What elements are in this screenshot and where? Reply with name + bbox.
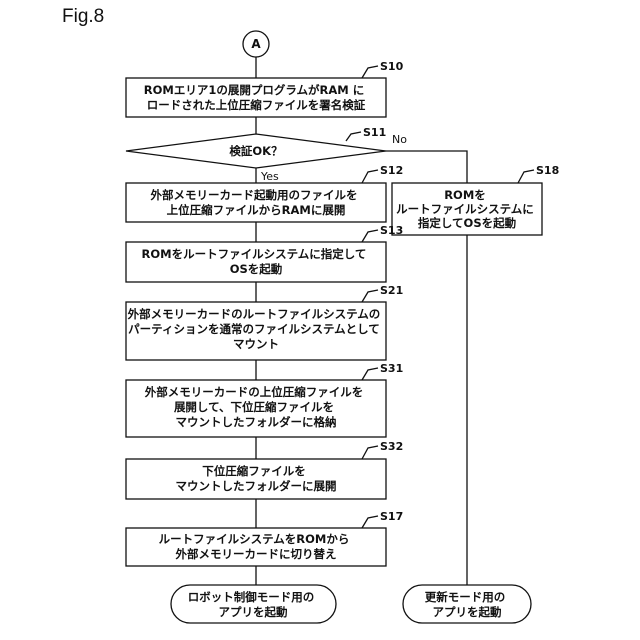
- step-id-s32: S32: [380, 440, 403, 453]
- leader-s10: [362, 66, 378, 78]
- step-text-line: 外部メモリーカード起動用のファイルを: [149, 188, 357, 202]
- leader-s31: [362, 368, 378, 380]
- terminal-text-update: 更新モード用の アプリを起動: [425, 590, 510, 619]
- step-id-s31: S31: [380, 362, 403, 375]
- step-text-line: OSを起動: [230, 262, 283, 276]
- step-text-line: ROMをルートファイルシステムに指定して: [142, 247, 367, 261]
- step-id-s21: S21: [380, 284, 403, 297]
- step-id-s10: S10: [380, 60, 404, 73]
- leader-s12: [362, 170, 378, 183]
- step-text-line: 外部メモリーカードの上位圧縮ファイルを: [144, 385, 364, 399]
- step-id-s18: S18: [536, 164, 559, 177]
- step-id-s17: S17: [380, 510, 403, 523]
- step-id-s12: S12: [380, 164, 403, 177]
- step-text-line: 検証OK？: [229, 144, 282, 158]
- step-text-line: マウントしたフォルダーに展開: [176, 479, 337, 493]
- step-text-s31: 外部メモリーカードの上位圧縮ファイルを 展開して、下位圧縮ファイルを マウントし…: [144, 385, 368, 429]
- step-text-s21: 外部メモリーカードのルートファイルシステムの パーティションを通常のファイルシス…: [127, 307, 385, 351]
- step-text-line: マウント: [233, 337, 279, 351]
- step-text-line: 展開して、下位圧縮ファイルを: [173, 400, 334, 414]
- terminal-text-line: アプリを起動: [219, 605, 288, 619]
- step-text-line: 外部メモリーカードのルートファイルシステムの: [127, 307, 381, 321]
- leader-s21: [362, 290, 378, 302]
- terminal-text-line: アプリを起動: [433, 605, 502, 619]
- terminal-text-line: ロボット制御モード用の: [188, 590, 315, 604]
- leader-s11: [346, 132, 361, 141]
- step-text-s18: ROMを ルートファイルシステムに 指定してOSを起動: [396, 188, 538, 230]
- branch-no-label: No: [392, 133, 407, 146]
- step-text-s12: 外部メモリーカード起動用のファイルを 上位圧縮ファイルからRAMに展開: [149, 188, 361, 217]
- step-text-line: ルートファイルシステムをROMから: [159, 532, 350, 546]
- step-text-line: 外部メモリーカードに切り替え: [175, 547, 337, 561]
- step-text-s32: 下位圧縮ファイルを マウントしたフォルダーに展開: [176, 464, 337, 493]
- step-text-line: ROMを: [444, 188, 486, 202]
- step-text-s11: 検証OK？: [229, 144, 282, 158]
- step-text-line: ルートファイルシステムに: [396, 202, 534, 216]
- step-text-s13: ROMをルートファイルシステムに指定して OSを起動: [142, 247, 371, 276]
- step-text-s17: ルートファイルシステムをROMから 外部メモリーカードに切り替え: [159, 532, 354, 561]
- step-text-line: 下位圧縮ファイルを: [202, 464, 306, 478]
- leader-s18: [518, 170, 534, 183]
- terminal-text-line: 更新モード用の: [425, 590, 506, 604]
- step-text-line: パーティションを通常のファイルシステムとして: [128, 322, 380, 336]
- step-text-line: ROMエリア1の展開プログラムがRAM に: [144, 83, 364, 97]
- step-id-s13: S13: [380, 224, 403, 237]
- branch-yes-label: Yes: [260, 170, 279, 183]
- leader-s17: [362, 516, 378, 528]
- step-id-s11: S11: [363, 126, 386, 139]
- step-text-line: 指定してOSを起動: [418, 216, 517, 230]
- step-text-line: マウントしたフォルダーに格納: [176, 415, 337, 429]
- leader-s32: [362, 446, 378, 459]
- leader-s13: [362, 230, 378, 242]
- connector-label: A: [251, 37, 261, 51]
- step-text-s10: ROMエリア1の展開プログラムがRAM に ロードされた上位圧縮ファイルを署名検…: [144, 83, 368, 112]
- terminal-text-robot: ロボット制御モード用の アプリを起動: [188, 590, 319, 619]
- step-text-line: 上位圧縮ファイルからRAMに展開: [167, 203, 346, 217]
- step-text-line: ロードされた上位圧縮ファイルを署名検証: [147, 98, 366, 112]
